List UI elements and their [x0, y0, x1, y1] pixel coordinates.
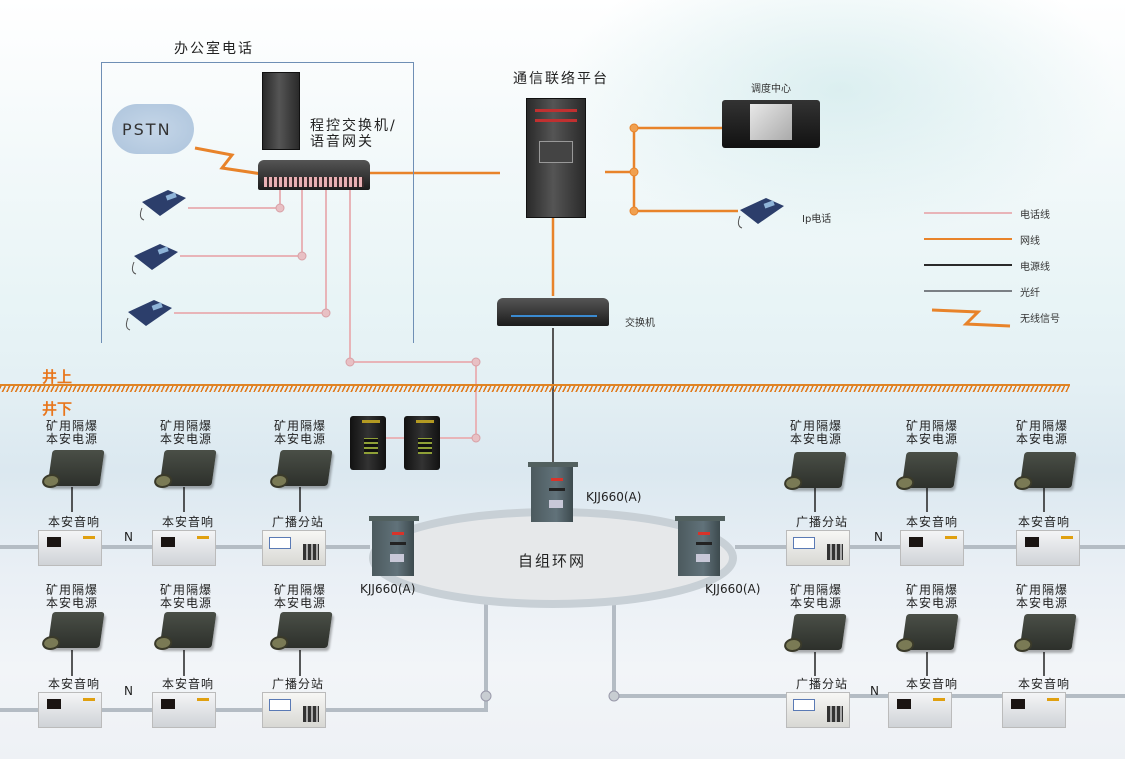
psu-label: 矿用隔爆本安电源 [160, 419, 213, 446]
unit-label: 本安音响 [162, 677, 215, 691]
ground-line [0, 384, 1070, 392]
psu-label: 矿用隔爆本安电源 [160, 583, 213, 610]
switch-label: 交换机 [625, 318, 655, 329]
ip-phone-device [737, 198, 784, 229]
phone-junctions [275, 203, 481, 443]
network-switch [497, 298, 609, 326]
office-phone-3 [125, 300, 172, 331]
dispatch-console [722, 100, 820, 148]
broadcast-substation [262, 692, 326, 728]
unit-label: 广播分站 [796, 515, 849, 529]
n-label: N [874, 530, 883, 544]
power-supply [275, 612, 333, 648]
unit-label: 本安音响 [162, 515, 215, 529]
kjj660-left [369, 516, 419, 576]
intrinsic-speaker [900, 530, 964, 566]
psu-label: 矿用隔爆本安电源 [46, 419, 99, 446]
intrinsic-speaker [152, 692, 216, 728]
mine-phone-1 [350, 416, 386, 470]
power-supply [901, 614, 959, 650]
kjj660-top-label: KJJ660(A) [586, 490, 642, 504]
legend-label: 电话线 [1020, 210, 1050, 221]
office-phone-1 [139, 190, 186, 221]
office-phone-2 [131, 244, 178, 275]
unit-label: 本安音响 [1018, 677, 1071, 691]
unit-label: 广播分站 [272, 677, 325, 691]
n-label: N [124, 684, 133, 698]
legend-label: 光纤 [1020, 288, 1040, 299]
pstn-label: PSTN [122, 120, 172, 139]
legend-network-line [924, 238, 1012, 240]
unit-label: 广播分站 [796, 677, 849, 691]
psu-label: 矿用隔爆本安电源 [46, 583, 99, 610]
above-ground-label: 井上 [42, 368, 73, 386]
power-supply [789, 614, 847, 650]
psu-label: 矿用隔爆本安电源 [906, 419, 959, 446]
legend-power-line [924, 264, 1012, 266]
dispatch-label: 调度中心 [751, 84, 791, 95]
psu-label: 矿用隔爆本安电源 [1016, 583, 1069, 610]
kjj660-right-label: KJJ660(A) [705, 582, 761, 596]
n-label: N [870, 684, 879, 698]
unit-label: 本安音响 [48, 677, 101, 691]
legend-label: 无线信号 [1020, 314, 1060, 325]
unit-label: 本安音响 [906, 515, 959, 529]
psu-label: 矿用隔爆本安电源 [274, 419, 327, 446]
power-supply [275, 450, 333, 486]
unit-label: 本安音响 [906, 677, 959, 691]
voice-gateway [258, 160, 370, 190]
power-supply [159, 450, 217, 486]
power-supply [159, 612, 217, 648]
broadcast-substation [262, 530, 326, 566]
ip-phone-label: Ip电话 [802, 214, 832, 225]
broadcast-substation [786, 530, 850, 566]
pbx-server [262, 72, 300, 150]
legend-wireless-icon [931, 308, 1011, 328]
below-ground-label: 井下 [42, 400, 73, 418]
psu-power-lines [71, 487, 1045, 676]
intrinsic-speaker [1016, 530, 1080, 566]
unit-label: 本安音响 [1018, 515, 1071, 529]
legend-label: 网线 [1020, 236, 1040, 247]
psu-label: 矿用隔爆本安电源 [1016, 419, 1069, 446]
psu-label: 矿用隔爆本安电源 [790, 419, 843, 446]
legend-label: 电源线 [1020, 262, 1050, 273]
intrinsic-speaker [38, 530, 102, 566]
legend-fiber-line [924, 290, 1012, 292]
kjj660-right [675, 516, 725, 576]
power-supply [47, 612, 105, 648]
wireless-signal [194, 146, 263, 176]
power-supply [789, 452, 847, 488]
kjj660-left-label: KJJ660(A) [360, 582, 416, 596]
platform-title: 通信联络平台 [513, 71, 609, 87]
power-supply [901, 452, 959, 488]
n-label: N [124, 530, 133, 544]
platform-cabinet [526, 98, 586, 218]
pbx-label-1: 程控交换机/ [310, 118, 397, 134]
intrinsic-speaker [38, 692, 102, 728]
power-supply [1019, 614, 1077, 650]
psu-label: 矿用隔爆本安电源 [790, 583, 843, 610]
psu-label: 矿用隔爆本安电源 [274, 583, 327, 610]
intrinsic-speaker [1002, 692, 1066, 728]
intrinsic-speaker [152, 530, 216, 566]
unit-label: 广播分站 [272, 515, 325, 529]
power-supply [47, 450, 105, 486]
mine-phone-2 [404, 416, 440, 470]
ring-label: 自组环网 [518, 552, 587, 570]
pbx-label-2: 语音网关 [310, 134, 374, 150]
pstn-cloud [112, 104, 194, 154]
psu-label: 矿用隔爆本安电源 [906, 583, 959, 610]
office-title: 办公室电话 [174, 41, 254, 57]
legend-phone-line [924, 212, 1012, 214]
background-glow [560, 0, 1120, 240]
broadcast-substation [786, 692, 850, 728]
kjj660-top [528, 462, 578, 522]
office-boundary [101, 62, 414, 343]
fiber-junctions [480, 690, 620, 702]
intrinsic-speaker [888, 692, 952, 728]
power-supply [1019, 452, 1077, 488]
network-junctions [629, 123, 639, 216]
unit-label: 本安音响 [48, 515, 101, 529]
